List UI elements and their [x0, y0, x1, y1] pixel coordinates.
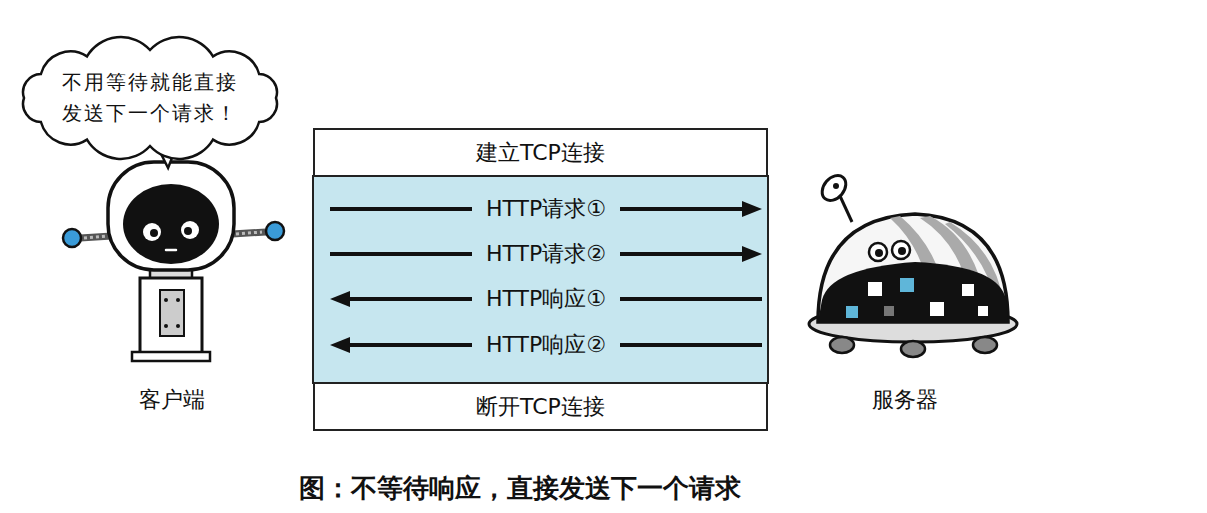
edge-label: HTTP响应①: [472, 284, 620, 314]
client-robot: [63, 162, 284, 361]
connect-band: 建立TCP连接: [313, 128, 768, 177]
edge-label: HTTP请求①: [472, 194, 620, 224]
server-robot: [809, 171, 1017, 357]
cloud-outline: [16, 42, 284, 154]
node-label: 不用等待就能直接 发送下一个请求！: [55, 67, 245, 129]
disconnect-band: 断开TCP连接: [313, 382, 768, 431]
figure-caption: 图：不等待响应，直接发送下一个请求: [299, 471, 741, 506]
connection-band: [313, 176, 768, 383]
client-node: 客户端: [50, 160, 330, 415]
cloud-shape: [23, 37, 277, 159]
edge-label: HTTP响应②: [472, 330, 620, 360]
node-label: 建立TCP连接: [476, 138, 605, 168]
speech-bubble: 不用等待就能直接 发送下一个请求！: [16, 42, 284, 154]
edge-label: HTTP请求②: [472, 239, 620, 269]
server-node: 服务器: [762, 160, 1042, 415]
node-label: 服务器: [872, 385, 938, 415]
node-label: 断开TCP连接: [476, 392, 605, 422]
node-label: 客户端: [139, 385, 205, 415]
